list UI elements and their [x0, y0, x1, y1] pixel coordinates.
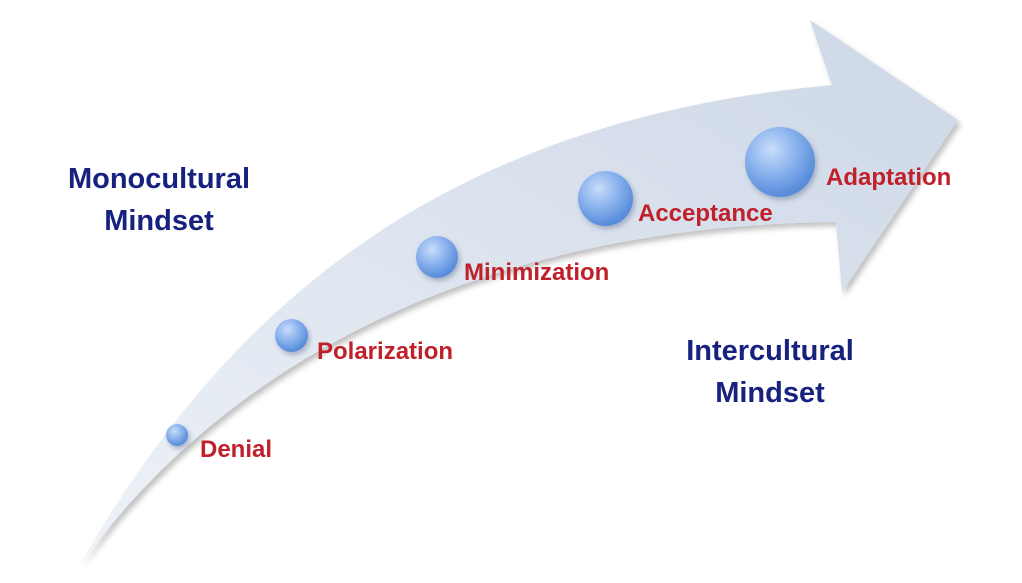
stage-label-polarization: Polarization [317, 338, 454, 365]
stage-marker-acceptance [578, 171, 633, 226]
stage-marker-adaptation [745, 127, 815, 197]
stage-label-denial: Denial [200, 436, 273, 463]
stage-label-minimization: Minimization [464, 259, 610, 286]
intercultural-line1: Intercultural [686, 335, 854, 367]
intercultural-line2: Mindset [715, 377, 825, 409]
stage-marker-polarization [275, 319, 308, 352]
arrow-shape [80, 20, 958, 565]
monocultural-line1: Monocultural [67, 163, 251, 195]
monocultural-line2: Mindset [104, 205, 214, 237]
intercultural-mindset-label: Intercultural Mindset [665, 330, 875, 414]
stage-label-acceptance: Acceptance [638, 200, 773, 227]
stage-marker-denial [166, 424, 188, 446]
monocultural-mindset-label: Monocultural Mindset [54, 158, 264, 242]
stage-label-adaptation: Adaptation [826, 164, 952, 191]
stage-marker-minimization [416, 236, 458, 278]
